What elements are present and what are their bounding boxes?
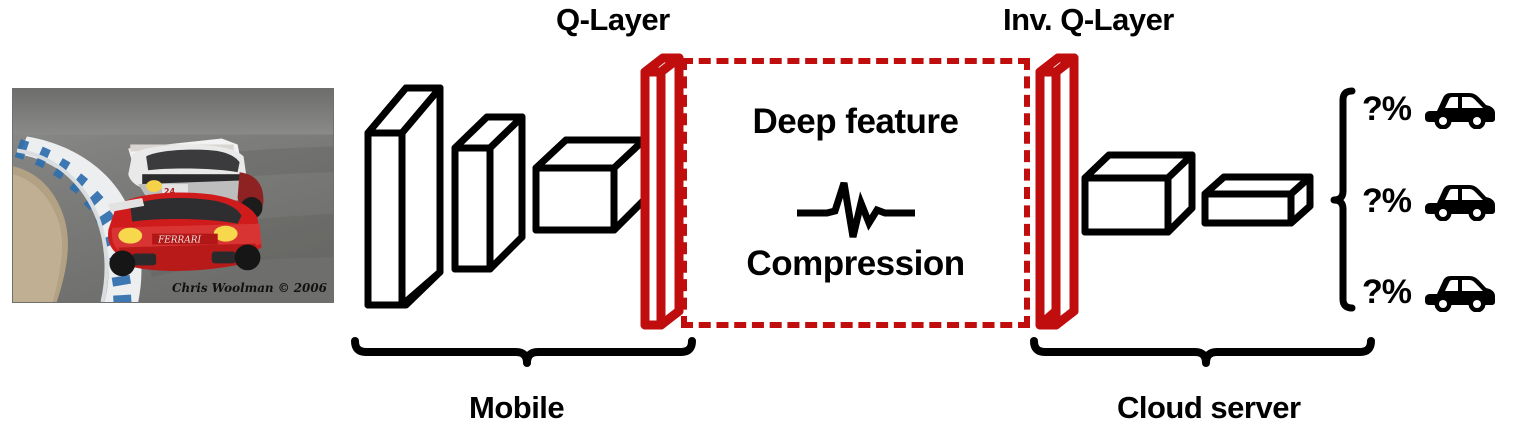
inv-q-layer-title: Inv. Q-Layer: [1003, 2, 1174, 37]
cloud-conv-layer-1: [1081, 151, 1196, 236]
prediction-percent: ?%: [1362, 89, 1412, 128]
input-photo: 24 FERRARI: [12, 88, 334, 303]
waveform-signal-icon: [796, 181, 915, 238]
cloud-stage-label: Cloud server: [1117, 390, 1301, 425]
cloud-brace: [1030, 337, 1375, 367]
svg-text:24: 24: [164, 187, 176, 196]
q-layer-slab: [640, 53, 684, 330]
photo-credit: Chris Woolman © 2006: [172, 281, 327, 295]
prediction-percent: ?%: [1362, 272, 1412, 311]
deep-feature-label: Deep feature: [752, 102, 959, 141]
mobile-conv-layer-3: [532, 136, 648, 234]
prediction-row: ?%: [1362, 272, 1497, 312]
compression-label: Compression: [746, 244, 965, 283]
car-icon: [1425, 93, 1495, 129]
mobile-brace: [351, 337, 696, 367]
prediction-row: ?%: [1362, 181, 1497, 221]
svg-text:FERRARI: FERRARI: [157, 236, 201, 246]
race-photo-illustration: 24 FERRARI: [13, 89, 333, 302]
mobile-stage-label: Mobile: [469, 390, 565, 425]
car-icon: [1425, 185, 1495, 221]
prediction-row: ?%: [1362, 89, 1497, 129]
cloud-conv-layer-2: [1201, 173, 1314, 227]
mobile-conv-layer-2: [451, 113, 526, 273]
predictions-brace: [1330, 87, 1356, 312]
mobile-conv-layer-1: [364, 84, 444, 309]
prediction-percent: ?%: [1362, 181, 1412, 220]
inv-q-layer-slab: [1035, 53, 1079, 330]
deep-feature-compression-block: Deep feature Compression: [681, 58, 1030, 328]
car-icon: [1425, 276, 1495, 312]
q-layer-title: Q-Layer: [556, 2, 670, 37]
